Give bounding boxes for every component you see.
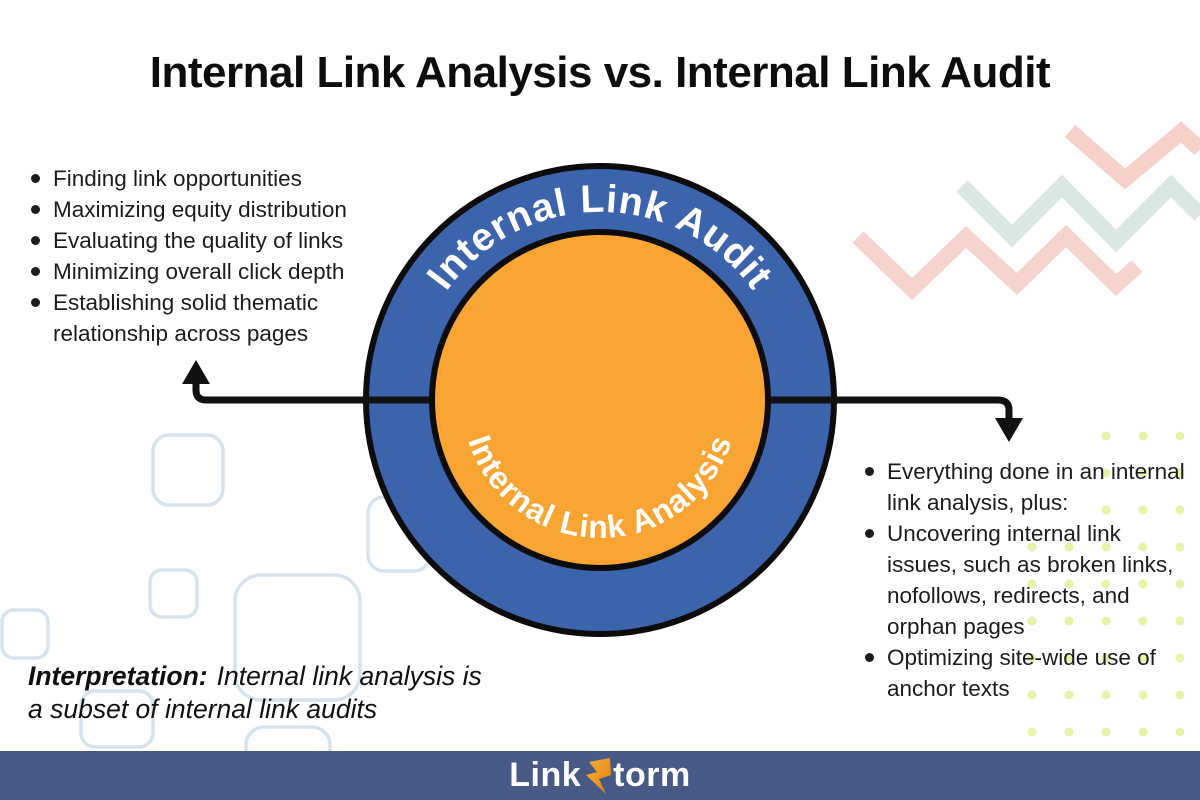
down-arrow-icon	[995, 418, 1023, 442]
interpretation-note: Interpretation: Internal link analysis is…	[28, 660, 628, 726]
list-item: Finding link opportunities	[24, 163, 416, 194]
analysis-feature-list: Finding link opportunities Maximizing eq…	[24, 163, 416, 349]
list-item: Evaluating the quality of links	[24, 225, 416, 256]
list-item: Optimizing site-wide use of anchor texts	[858, 642, 1194, 704]
inner-circle-analysis	[429, 229, 771, 571]
list-item: Establishing solid thematic relationship…	[24, 287, 416, 349]
interpretation-text-line2: a subset of internal link audits	[28, 694, 378, 724]
interpretation-label: Interpretation:	[28, 661, 208, 691]
list-item: Uncovering internal link issues, such as…	[858, 518, 1194, 642]
audit-feature-list: Everything done in an internal link anal…	[858, 456, 1194, 704]
zigzag-mint	[956, 174, 1200, 253]
brand-text-suffix: torm	[613, 756, 691, 794]
zigzag-pink-top	[1064, 121, 1200, 190]
brand-logo: Link torm	[509, 756, 690, 795]
page-title: Internal Link Analysis vs. Internal Link…	[149, 48, 1051, 97]
dot-grid-decor	[1002, 540, 1098, 746]
list-item: Minimizing overall click depth	[24, 256, 416, 287]
list-item: Everything done in an internal link anal…	[858, 456, 1194, 518]
brand-text-prefix: Link	[509, 756, 582, 794]
footer-brand-bar: Link torm	[0, 751, 1200, 800]
interpretation-text-line1: Internal link analysis is	[216, 661, 482, 691]
dot-grid-decor	[1098, 428, 1200, 746]
zigzag-pink-bottom	[852, 224, 1143, 301]
up-arrow-icon	[182, 360, 210, 384]
list-item: Maximizing equity distribution	[24, 194, 416, 225]
lightning-bolt-icon	[586, 757, 612, 794]
rounded-squares-decor	[0, 433, 432, 800]
